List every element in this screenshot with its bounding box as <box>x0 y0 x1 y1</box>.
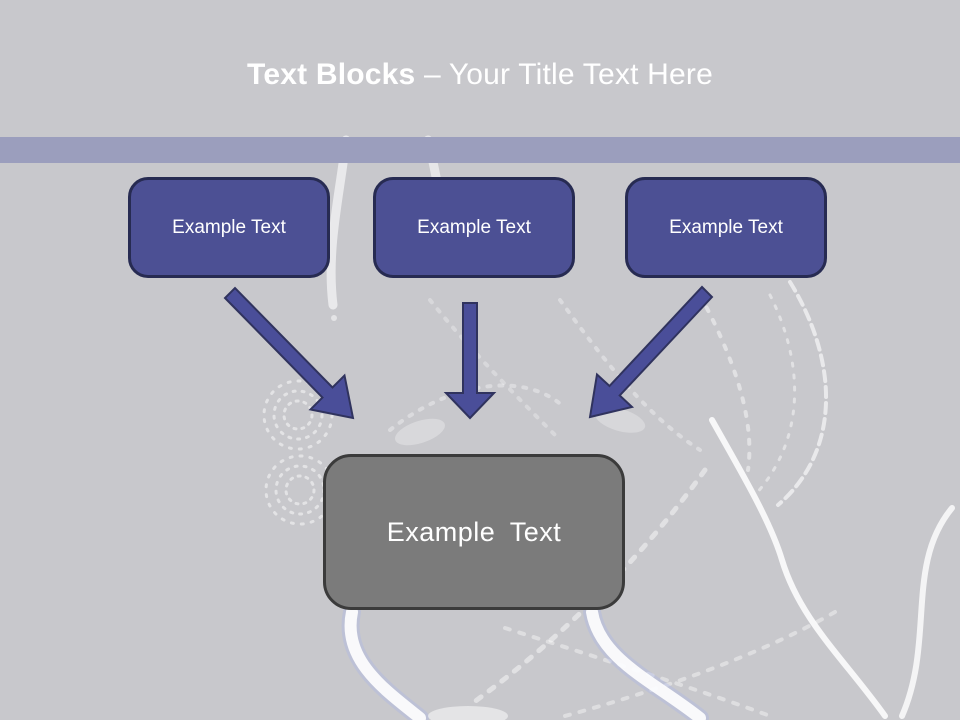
text-block-1-label: Example Text <box>172 216 286 238</box>
arrow-down-icon <box>443 302 497 420</box>
text-block-2: Example Text <box>373 177 575 278</box>
text-block-1: Example Text <box>128 177 330 278</box>
page-title-rest: – Your Title Text Here <box>415 57 713 91</box>
page-title: Text Blocks – Your Title Text Here <box>247 58 713 92</box>
slide-header: Text Blocks – Your Title Text Here <box>0 0 960 137</box>
header-accent-band <box>0 137 960 163</box>
page-title-bold: Text Blocks <box>247 57 416 91</box>
result-block: Example Text <box>323 454 625 610</box>
text-block-2-label: Example Text <box>417 216 531 238</box>
text-block-3-label: Example Text <box>669 216 783 238</box>
text-block-3: Example Text <box>625 177 827 278</box>
arrow-down-right-icon <box>223 286 355 420</box>
result-block-label: Example Text <box>386 516 562 547</box>
arrow-down-left-icon <box>588 285 714 419</box>
